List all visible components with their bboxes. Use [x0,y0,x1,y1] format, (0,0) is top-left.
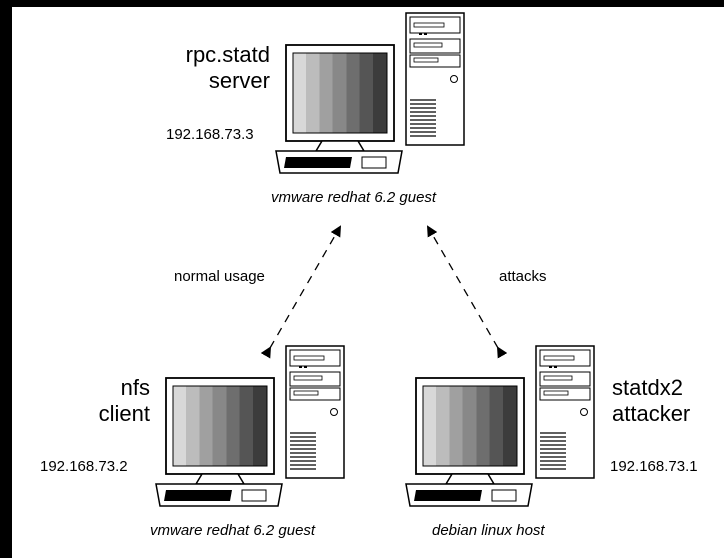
edge-label-normal-usage: normal usage [174,268,265,285]
client-caption: vmware redhat 6.2 guest [150,522,316,539]
server-ip: 192.168.73.3 [166,126,254,143]
client-title: nfs client [99,375,150,427]
edge-attacker-server [426,225,508,359]
client-title-line2: client [98,401,150,426]
server-title-line2: server [208,68,270,93]
edge-label-attacks: attacks [499,268,547,285]
server-title-line1: rpc.statd [185,42,270,67]
attacker-title-line2: attacker [612,401,691,426]
attacker-ip: 192.168.73.1 [610,458,698,475]
server-title: rpc.statd server [186,42,270,94]
attacker-computer-icon [405,345,595,507]
attacker-title-line1: statdx2 [612,375,683,400]
attacker-title: statdx2 attacker [612,375,690,427]
attacker-caption: debian linux host [432,522,545,539]
edge-client-server [260,225,342,359]
client-ip: 192.168.73.2 [40,458,128,475]
client-computer-icon [155,345,345,507]
client-title-line1: nfs [120,375,150,400]
server-computer-icon [275,12,465,174]
server-caption: vmware redhat 6.2 guest [271,189,437,206]
